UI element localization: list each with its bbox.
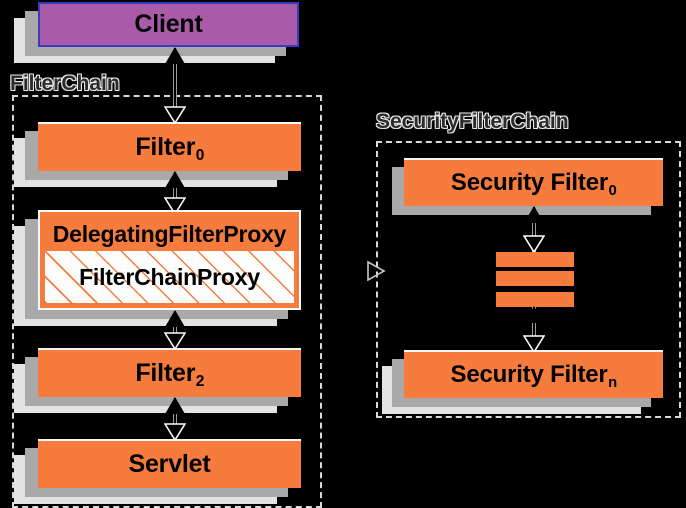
node-delegating-filter-proxy[interactable]: DelegatingFilterProxy FilterChainProxy: [14, 210, 301, 326]
arrowhead-down-hollow: [164, 197, 186, 215]
connector-filter0-proxy: [163, 171, 187, 215]
filter2-label: Filter2: [135, 359, 204, 390]
filter0-label-subscript: 0: [195, 146, 205, 164]
connector-proxy-to-security-chain: [367, 260, 386, 282]
node-client[interactable]: Client: [14, 2, 299, 63]
ellipsis-bar: [496, 292, 574, 307]
security-filter0-label-subscript: 0: [608, 182, 617, 199]
connector-shaft: [173, 311, 177, 349]
connector-proxy-filter2: [163, 310, 187, 350]
filter-chain-label: FilterChain: [10, 72, 120, 95]
security-filtern-face: Security Filtern: [404, 350, 663, 398]
arrowhead-up-filled: [524, 306, 544, 323]
node-filter-2[interactable]: Filter2: [14, 348, 301, 413]
arrowhead-down-hollow: [523, 335, 545, 353]
filter-chain-container: [12, 95, 322, 508]
connector-shaft: [532, 307, 536, 352]
ellipsis-bar: [496, 252, 574, 267]
arrowhead-up-filled: [165, 397, 185, 414]
servlet-face: Servlet: [38, 439, 301, 488]
filter0-label: Filter0: [135, 133, 204, 164]
filter2-label-subscript: 2: [195, 372, 205, 390]
security-filtern-label-text: Security Filter: [450, 361, 608, 388]
connector-shaft: [173, 172, 177, 214]
node-servlet[interactable]: Servlet: [14, 439, 301, 504]
node-security-filter-n[interactable]: Security Filtern: [382, 350, 663, 414]
connector-ellipsis-secfiltern: [522, 306, 546, 353]
node-filter-chain-proxy[interactable]: FilterChainProxy: [44, 250, 295, 304]
arrowhead-up-filled: [165, 171, 185, 188]
proxy-face: DelegatingFilterProxy FilterChainProxy: [38, 210, 301, 310]
node-security-filter-0[interactable]: Security Filter0: [392, 158, 663, 215]
security-filter0-label: Security Filter0: [450, 169, 617, 199]
connector-secfilter0-ellipsis: [522, 206, 546, 253]
arrowhead-down-hollow: [164, 423, 186, 441]
connector-shaft: [173, 48, 177, 123]
arrowhead-up-filled: [524, 206, 544, 223]
security-filter0-label-text: Security Filter: [450, 169, 608, 196]
delegating-filter-proxy-header: DelegatingFilterProxy: [40, 212, 299, 256]
security-filtern-label-subscript: n: [608, 374, 617, 391]
connector-shaft: [532, 207, 536, 252]
servlet-label: Servlet: [128, 450, 211, 478]
client-label: Client: [134, 10, 203, 38]
security-filtern-label: Security Filtern: [450, 361, 618, 391]
ellipsis-bar: [496, 271, 574, 286]
filter0-face: Filter0: [38, 122, 301, 171]
security-filter-chain-label: SecurityFilterChain: [376, 110, 569, 133]
arrowhead-up-filled: [165, 47, 185, 64]
delegating-filter-proxy-label: DelegatingFilterProxy: [52, 220, 287, 247]
arrowhead-down-hollow: [523, 235, 545, 253]
arrowhead-down-hollow: [164, 332, 186, 350]
filter0-label-text: Filter: [135, 133, 196, 161]
arrowhead-up-filled: [165, 310, 185, 327]
security-filter-chain-container: [376, 141, 681, 418]
filter-chain-proxy-label: FilterChainProxy: [79, 263, 260, 290]
filter2-label-text: Filter: [135, 359, 196, 387]
arrowhead-down-hollow: [164, 106, 186, 124]
connector-client-filter0: [163, 47, 187, 124]
connector-filter2-servlet: [163, 397, 187, 441]
security-filter0-face: Security Filter0: [404, 158, 663, 206]
connector-shaft: [173, 398, 177, 440]
filter2-face: Filter2: [38, 348, 301, 397]
node-filter-0[interactable]: Filter0: [14, 122, 301, 187]
client-face: Client: [38, 2, 299, 47]
